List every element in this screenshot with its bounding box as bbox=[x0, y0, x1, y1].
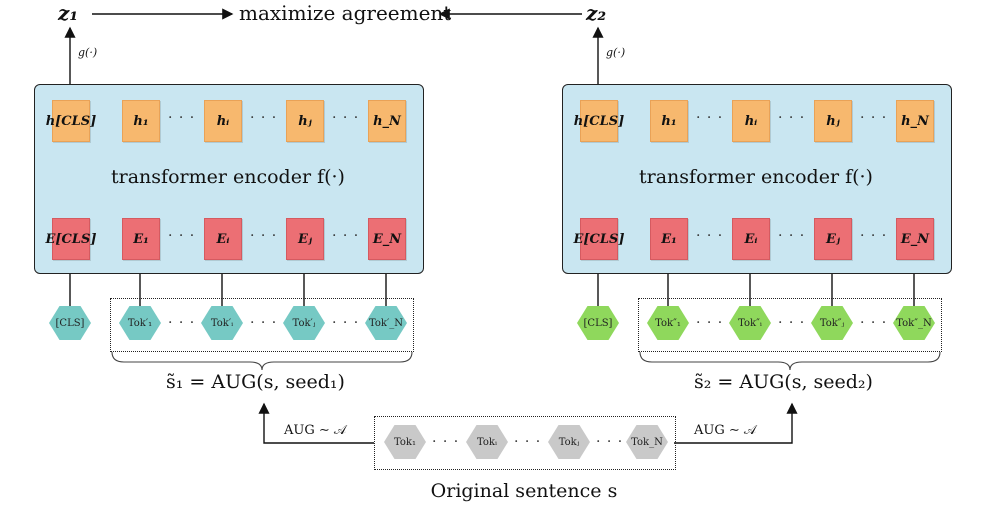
z1-label: z₁ bbox=[58, 1, 79, 25]
g-label-right: g(·) bbox=[606, 46, 626, 59]
aug-formula-left: s̃₁ = AUG(s, seed₁) bbox=[166, 371, 345, 393]
z2-label: z₂ bbox=[586, 1, 607, 25]
hidden-j-left: hⱼ bbox=[286, 100, 324, 142]
hidden-1-right: h₁ bbox=[650, 100, 688, 142]
hidden-cls-left: h[CLS] bbox=[46, 100, 96, 142]
brace-right bbox=[639, 351, 941, 371]
aug-arrow-left bbox=[258, 402, 374, 444]
aug-tokens-box-left bbox=[110, 298, 414, 352]
hidden-i-left: hᵢ bbox=[204, 100, 242, 142]
hidden-i-right: hᵢ bbox=[732, 100, 770, 142]
hidden-dots-right-2: · · · bbox=[778, 110, 806, 126]
embed-dots-left-1: · · · bbox=[168, 228, 196, 244]
embed-cls-right: E[CLS] bbox=[573, 218, 625, 260]
token-dots-left-2: · · · bbox=[250, 315, 278, 331]
aug-tokens-box-right bbox=[638, 298, 942, 352]
original-sentence-label: Original sentence s bbox=[430, 480, 618, 502]
embed-i-right: Eᵢ bbox=[732, 218, 770, 260]
hidden-dots-left-1: · · · bbox=[168, 110, 196, 126]
hidden-n-right: h_N bbox=[896, 100, 934, 142]
hidden-cls-right: h[CLS] bbox=[574, 100, 624, 142]
embed-dots-left-2: · · · bbox=[250, 228, 278, 244]
embed-dots-right-3: · · · bbox=[860, 228, 888, 244]
g-label-left: g(·) bbox=[78, 46, 98, 59]
embed-dots-right-2: · · · bbox=[778, 228, 806, 244]
embed-i-left: Eᵢ bbox=[204, 218, 242, 260]
aug-dist-right: AUG ∼ 𝒜 bbox=[694, 423, 757, 438]
hidden-1-left: h₁ bbox=[122, 100, 160, 142]
token-dots-left-3: · · · bbox=[332, 315, 360, 331]
embed-j-left: Eⱼ bbox=[286, 218, 324, 260]
hidden-dots-left-3: · · · bbox=[332, 110, 360, 126]
token-dots-right-2: · · · bbox=[778, 315, 806, 331]
token-dots-orig-2: · · · bbox=[514, 434, 542, 450]
hidden-dots-left-2: · · · bbox=[250, 110, 278, 126]
embed-1-left: E₁ bbox=[122, 218, 160, 260]
hidden-n-left: h_N bbox=[368, 100, 406, 142]
embed-n-left: E_N bbox=[368, 218, 406, 260]
hidden-dots-right-3: · · · bbox=[860, 110, 888, 126]
embed-dots-right-1: · · · bbox=[696, 228, 724, 244]
aug-dist-left: AUG ∼ 𝒜 bbox=[284, 423, 347, 438]
hidden-j-right: hⱼ bbox=[814, 100, 852, 142]
maximize-agreement-label: maximize agreement bbox=[239, 1, 452, 25]
hidden-dots-right-1: · · · bbox=[696, 110, 724, 126]
embed-cls-left: E[CLS] bbox=[45, 218, 97, 260]
token-dots-left-1: · · · bbox=[168, 315, 196, 331]
embed-j-right: Eⱼ bbox=[814, 218, 852, 260]
token-dots-orig-1: · · · bbox=[432, 434, 460, 450]
brace-left bbox=[111, 351, 413, 371]
encoder-right-label: transformer encoder f(·) bbox=[639, 166, 873, 188]
token-dots-right-1: · · · bbox=[696, 315, 724, 331]
aug-arrow-right bbox=[674, 402, 798, 444]
original-tokens-box bbox=[374, 416, 676, 470]
embed-1-right: E₁ bbox=[650, 218, 688, 260]
embed-n-right: E_N bbox=[896, 218, 934, 260]
encoder-left-label: transformer encoder f(·) bbox=[111, 166, 345, 188]
token-dots-right-3: · · · bbox=[860, 315, 888, 331]
token-dots-orig-3: · · · bbox=[596, 434, 624, 450]
aug-formula-right: s̃₂ = AUG(s, seed₂) bbox=[694, 371, 873, 393]
embed-dots-left-3: · · · bbox=[332, 228, 360, 244]
